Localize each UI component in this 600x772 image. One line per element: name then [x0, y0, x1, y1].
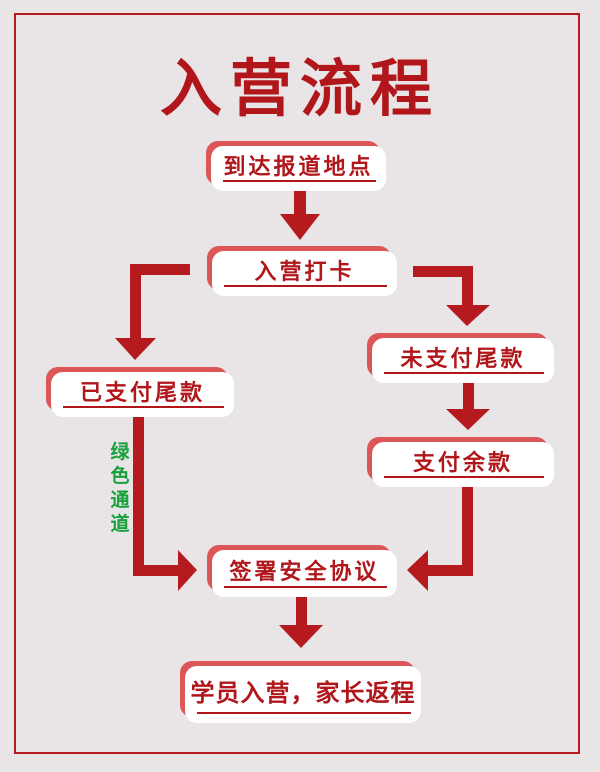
arrow-checkin-paid-v — [130, 264, 141, 339]
green-channel-label: 绿 色 通 道 — [108, 440, 132, 536]
arrow-checkin-paid-h — [130, 264, 190, 275]
arrow-unpaid-pay-shaft — [463, 380, 474, 410]
arrow-arrive-checkin-head — [280, 214, 320, 240]
node-unpaid: 未支付尾款 — [367, 333, 554, 383]
green-char: 绿 — [110, 441, 130, 463]
node-pay-balance-label: 支付余款 — [412, 450, 513, 476]
arrow-unpaid-pay-head — [446, 409, 490, 430]
border-frame — [14, 13, 580, 754]
node-pay-balance: 支付余款 — [367, 437, 554, 487]
node-arrive-label: 到达报道地点 — [223, 154, 374, 180]
node-unpaid-label: 未支付尾款 — [400, 346, 526, 372]
arrow-paid-sign-v — [133, 416, 144, 576]
arrow-arrive-checkin-shaft — [294, 191, 306, 215]
node-checkin-label: 入营打卡 — [254, 259, 355, 285]
arrow-checkin-paid-head — [115, 338, 156, 360]
page-title: 入营流程 — [159, 52, 440, 125]
node-sign: 签署安全协议 — [207, 545, 397, 597]
arrow-pay-sign-head — [407, 550, 428, 591]
green-char: 道 — [110, 513, 130, 535]
node-final: 学员入营，家长返程 — [180, 661, 421, 723]
node-arrive: 到达报道地点 — [206, 141, 386, 191]
node-paid: 已支付尾款 — [46, 367, 234, 417]
arrow-sign-final-shaft — [296, 594, 307, 626]
arrow-paid-sign-head — [178, 550, 197, 591]
node-sign-label: 签署安全协议 — [229, 559, 380, 585]
arrow-checkin-unpaid-head — [446, 305, 490, 326]
arrow-checkin-unpaid-h — [413, 266, 473, 277]
arrow-paid-sign-h — [133, 565, 183, 576]
arrow-checkin-unpaid-v — [462, 266, 473, 306]
arrow-pay-sign-h — [425, 565, 473, 576]
node-final-label: 学员入营，家长返程 — [190, 679, 416, 707]
green-char: 通 — [110, 489, 130, 511]
arrow-pay-sign-v — [462, 484, 473, 576]
node-paid-label: 已支付尾款 — [79, 380, 205, 406]
node-checkin: 入营打卡 — [207, 246, 397, 296]
arrow-sign-final-head — [279, 625, 323, 648]
green-char: 色 — [110, 465, 130, 487]
